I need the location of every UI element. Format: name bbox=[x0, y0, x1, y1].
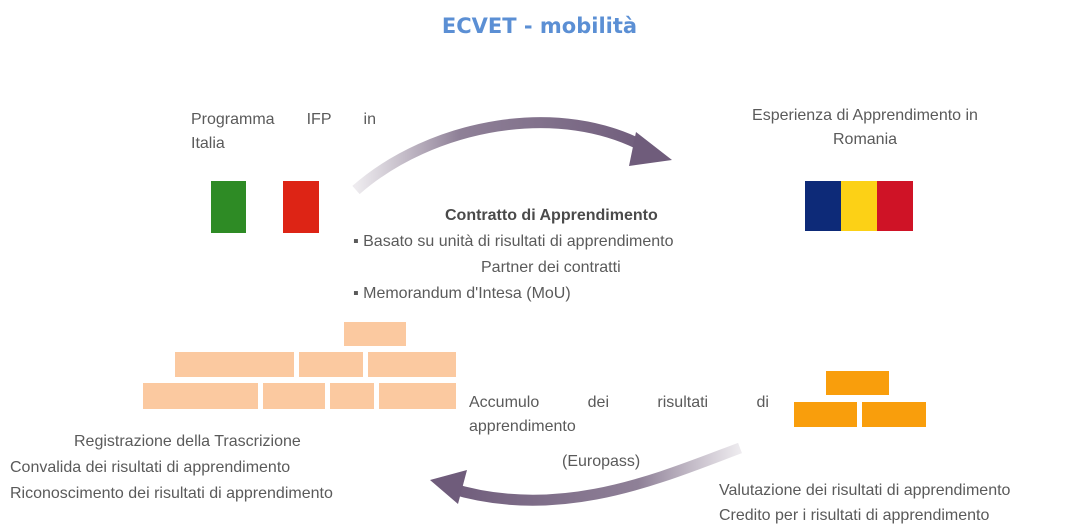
page-title: ECVET - mobilità bbox=[441, 14, 638, 38]
brick bbox=[826, 371, 889, 395]
experience-label: Esperienza di Apprendimento in Romania bbox=[700, 104, 1030, 152]
contract-item: Partner dei contratti bbox=[481, 259, 621, 276]
program-word: Programma bbox=[191, 111, 275, 128]
brick bbox=[862, 402, 926, 427]
arrow-italy-to-romania bbox=[352, 117, 672, 195]
accumulation-word: dei bbox=[587, 394, 610, 411]
accumulation-label-line1: Accumulo dei risultati di bbox=[469, 391, 769, 415]
recognition-item: Riconoscimento dei risultati di apprendi… bbox=[10, 485, 333, 502]
recognition-item: Registrazione della Trascrizione bbox=[74, 433, 301, 450]
arrow-assessment-to-recognition bbox=[430, 442, 742, 506]
brick bbox=[379, 383, 456, 409]
brick bbox=[143, 383, 258, 409]
experience-label-line2: Romania bbox=[832, 131, 898, 148]
assessment-item: Credito per i risultati di apprendimento bbox=[719, 507, 990, 524]
brick bbox=[175, 352, 294, 377]
europass-label: (Europass) bbox=[562, 453, 641, 470]
assessment-item: Valutazione dei risultati di apprendimen… bbox=[719, 482, 1011, 499]
contract-item: ▪ Basato su unità di risultati di appren… bbox=[353, 233, 674, 250]
brick bbox=[794, 402, 857, 427]
contract-title: Contratto di Apprendimento bbox=[445, 207, 658, 224]
experience-label-line1: Esperienza di Apprendimento in bbox=[752, 107, 978, 124]
brick bbox=[263, 383, 325, 409]
program-label-line2: Italia bbox=[191, 135, 225, 152]
accumulation-label-line2: apprendimento bbox=[469, 418, 576, 435]
recognition-item: Convalida dei risultati di apprendimento bbox=[10, 459, 291, 476]
romania-flag-icon bbox=[805, 181, 913, 231]
brick bbox=[299, 352, 363, 377]
brick bbox=[344, 322, 406, 346]
program-word: IFP bbox=[306, 111, 332, 128]
program-word: in bbox=[363, 111, 376, 128]
contract-item: ▪ Memorandum d'Intesa (MoU) bbox=[353, 285, 571, 302]
accumulation-word: risultati bbox=[657, 394, 709, 411]
program-label-line1: Programma IFP in bbox=[191, 108, 376, 132]
brick bbox=[330, 383, 374, 409]
brick bbox=[368, 352, 456, 377]
accumulation-word: Accumulo bbox=[469, 394, 540, 411]
accumulation-word: di bbox=[756, 394, 769, 411]
italy-flag-icon bbox=[211, 181, 319, 233]
